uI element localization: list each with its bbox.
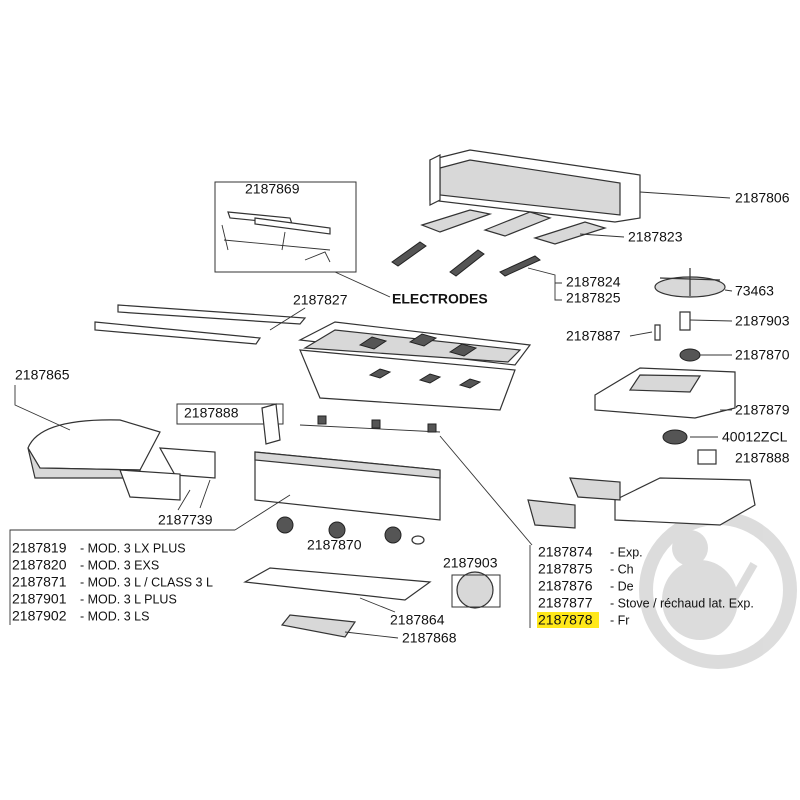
side-rails (94, 304, 307, 345)
label-2187868: 2187868 (402, 630, 457, 646)
part-desc: - Ch (610, 562, 634, 576)
label-2187888-right: 2187888 (735, 450, 790, 466)
side-brackets (119, 447, 216, 501)
label-2187888: 2187888 (184, 405, 239, 421)
side-stove (594, 367, 736, 419)
part-desc: - De (610, 579, 634, 593)
label-2187903-front: 2187903 (443, 555, 498, 571)
label-2187870-front: 2187870 (307, 537, 362, 553)
drip-pan (280, 614, 357, 638)
burner-plates (420, 209, 608, 245)
model-code: 2187901 (12, 591, 67, 607)
label-2187903: 2187903 (735, 313, 790, 329)
back-panel (429, 149, 641, 223)
bracket (261, 403, 281, 445)
side-lid (27, 419, 161, 479)
electrode-kit-parts (221, 211, 331, 263)
label-73463: 73463 (735, 283, 774, 299)
gas-valve (662, 429, 688, 445)
label-2187879: 2187879 (735, 402, 790, 418)
label-40012ZCL: 40012ZCL (722, 429, 788, 445)
watermark-logo (639, 511, 797, 669)
ignition-rod (299, 415, 441, 433)
part-desc: - Exp. (610, 545, 643, 559)
label-2187869: 2187869 (245, 181, 300, 197)
part-code-highlighted: 2187878 (538, 612, 593, 628)
control-panel (254, 451, 441, 521)
label-2187823: 2187823 (628, 229, 683, 245)
label-2187824: 2187824 (566, 274, 621, 290)
model-code: 2187902 (12, 608, 67, 624)
label-2187825: 2187825 (566, 290, 621, 306)
label-2187806: 2187806 (735, 190, 790, 206)
model-desc: - MOD. 3 L / CLASS 3 L (80, 575, 213, 589)
electrode-kit-box (214, 181, 357, 273)
model-desc: - MOD. 3 LS (80, 609, 149, 623)
drip-tray-frame (243, 567, 432, 601)
label-electrodes: ELECTRODES (392, 291, 488, 307)
model-list: 2187819 - MOD. 3 LX PLUS 2187820 - MOD. … (12, 540, 213, 624)
label-2187887: 2187887 (566, 328, 621, 344)
highlight-marker (537, 612, 599, 628)
part-code: 2187875 (538, 561, 593, 577)
label-2187864: 2187864 (390, 612, 445, 628)
part-desc: - Stove / réchaud lat. Exp. (610, 596, 754, 610)
label-2187827: 2187827 (293, 292, 348, 308)
model-desc: - MOD. 3 L PLUS (80, 592, 177, 606)
model-desc: - MOD. 3 EXS (80, 558, 159, 572)
part-code: 2187877 (538, 595, 593, 611)
side-parts-list: 2187874 - Exp. 2187875 - Ch 2187876 - De… (538, 544, 754, 628)
model-code: 2187871 (12, 574, 67, 590)
firebox-body (297, 321, 532, 411)
control-knobs (276, 516, 425, 545)
label-2187870: 2187870 (735, 347, 790, 363)
electrode (654, 324, 661, 341)
label-2187865: 2187865 (15, 367, 70, 383)
part-code: 2187874 (538, 544, 593, 560)
injector (679, 311, 691, 331)
model-desc: - MOD. 3 LX PLUS (80, 541, 186, 555)
wok-trivet (654, 268, 726, 298)
clip (697, 449, 717, 465)
model-code: 2187819 (12, 540, 67, 556)
regulator (451, 571, 501, 609)
side-shelf (527, 477, 756, 529)
burner-tubes (391, 241, 541, 277)
label-2187739: 2187739 (158, 512, 213, 528)
part-code: 2187876 (538, 578, 593, 594)
part-desc: - Fr (610, 613, 629, 627)
model-code: 2187820 (12, 557, 67, 573)
knob (679, 348, 701, 362)
